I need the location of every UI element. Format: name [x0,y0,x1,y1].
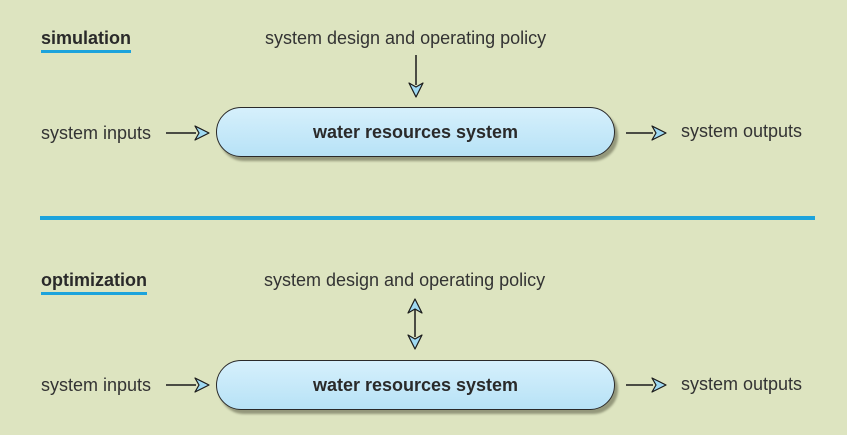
optimization-system-box: water resources system [216,360,615,410]
simulation-inputs-arrow [166,125,210,141]
simulation-outputs-label: system outputs [681,121,803,141]
optimization-title: optimization [41,270,147,295]
simulation-policy-down-arrow [408,55,424,98]
simulation-outputs-arrow [626,125,667,141]
optimization-inputs-arrow [166,377,210,393]
section-divider [40,216,815,220]
optimization-policy-label: system design and operating policy [264,270,546,290]
optimization-outputs-label: system outputs [681,374,803,394]
simulation-system-box: water resources system [216,107,615,157]
simulation-policy-label: system design and operating policy [265,28,547,48]
optimization-inputs-label: system inputs [41,375,152,395]
simulation-inputs-label: system inputs [41,123,152,143]
simulation-title: simulation [41,28,132,53]
optimization-policy-bidirectional-arrow [407,298,423,350]
optimization-outputs-arrow [626,377,667,393]
